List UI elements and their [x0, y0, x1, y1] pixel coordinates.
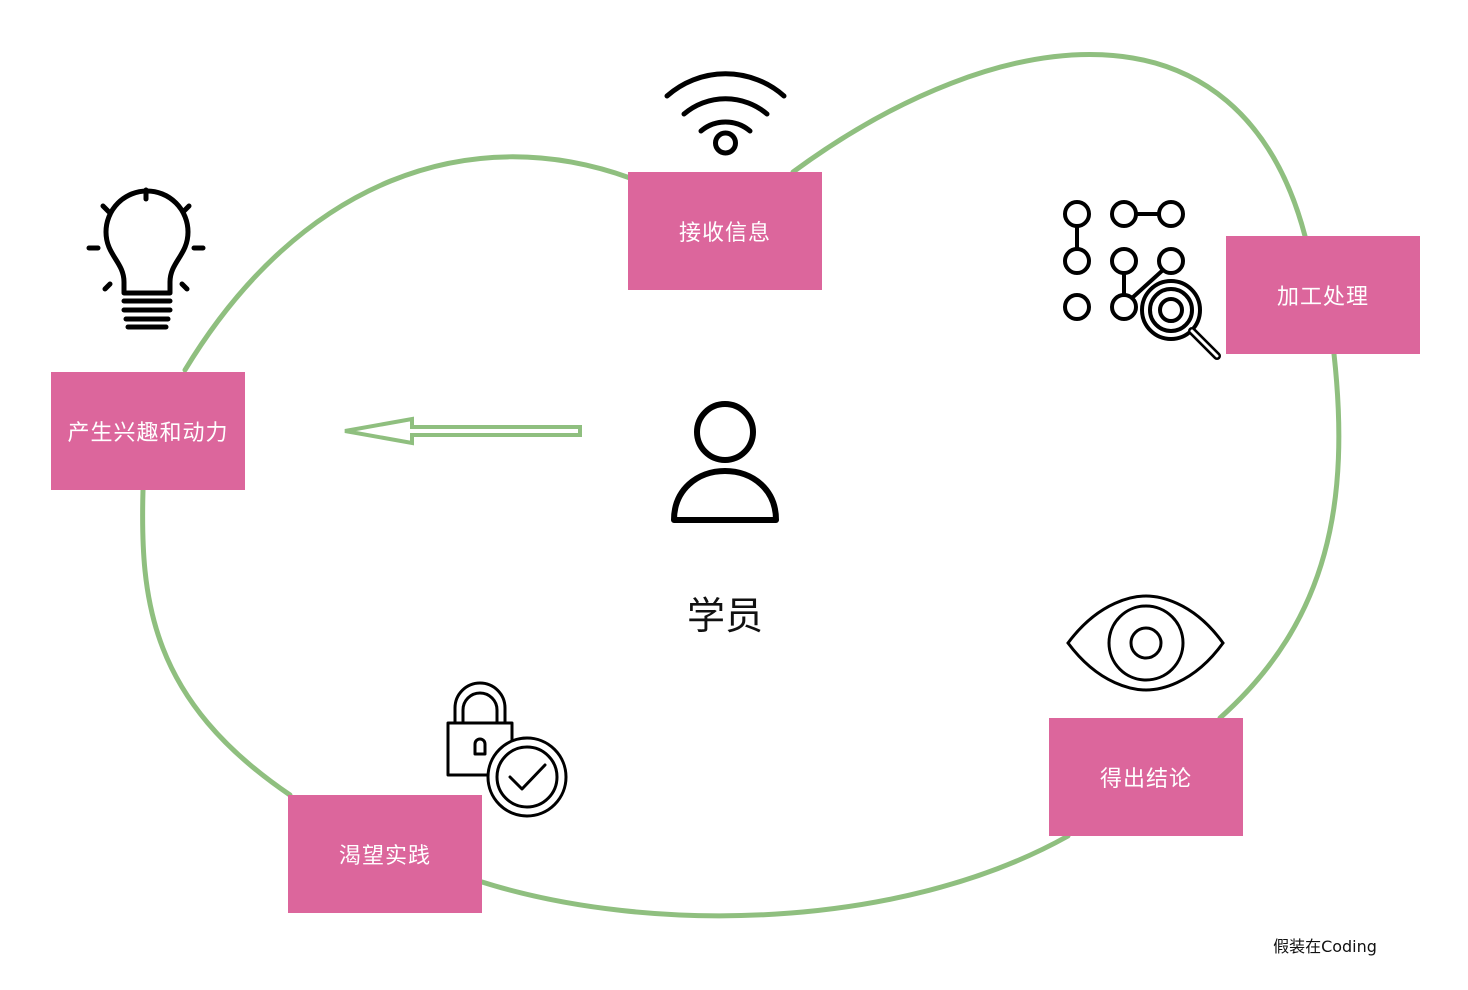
step-label-conclusion: 得出结论 — [1099, 767, 1192, 792]
step-box-receive-info: 接收信息 — [628, 172, 822, 290]
connector-receive-to-process — [790, 52, 1308, 239]
step-box-processing: 加工处理 — [1226, 236, 1420, 354]
center-label-student: 学员 — [686, 594, 763, 638]
watermark-text: 假装在Coding — [1273, 937, 1377, 956]
connector-interest-to-receive — [182, 154, 633, 373]
step-label-practice: 渴望实践 — [338, 844, 431, 869]
step-label-interest: 产生兴趣和动力 — [67, 421, 229, 446]
connector-process-to-conclude — [1217, 351, 1342, 721]
step-label-processing: 加工处理 — [1276, 285, 1369, 310]
connector-practice-to-interest — [140, 487, 293, 798]
step-box-practice: 渴望实践 — [288, 795, 482, 913]
center-arrow — [344, 416, 582, 446]
step-box-conclusion: 得出结论 — [1049, 718, 1243, 836]
connector-conclude-to-practice — [479, 833, 1071, 919]
step-label-receive-info: 接收信息 — [678, 221, 771, 246]
step-box-interest: 产生兴趣和动力 — [51, 372, 245, 490]
